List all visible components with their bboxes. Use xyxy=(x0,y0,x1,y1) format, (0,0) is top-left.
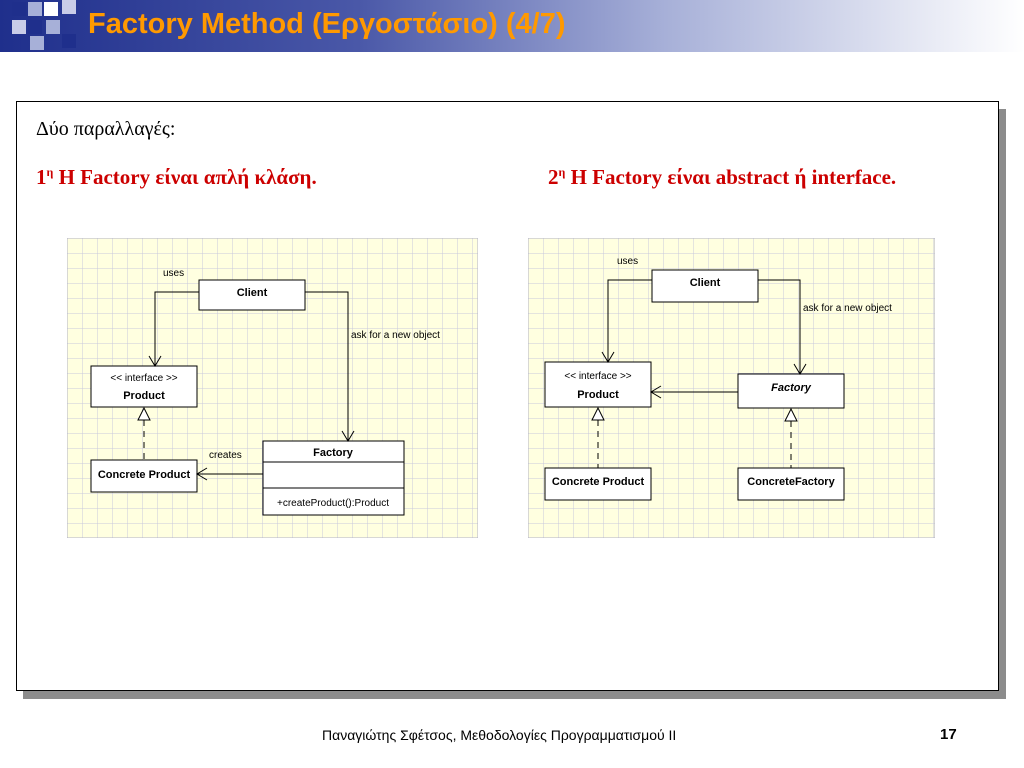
product-stereotype: << interface >> xyxy=(110,373,177,384)
variant2-sup: η xyxy=(558,165,566,179)
creates-label: creates xyxy=(209,450,242,461)
factory-label: Factory xyxy=(313,447,354,459)
variant2-text: H Factory είναι abstract ή interface. xyxy=(565,165,897,189)
variant1-heading: 1η H Factory είναι απλή κλάση. xyxy=(36,165,317,190)
uses-arrow xyxy=(607,279,652,362)
ask-label: ask for a new object xyxy=(803,303,892,314)
intro-text: Δύο παραλλαγές: xyxy=(36,118,176,140)
header-band xyxy=(0,0,1024,52)
factory-box xyxy=(737,373,845,409)
variant2-num: 2 xyxy=(548,165,559,189)
client-label: Client xyxy=(690,277,721,289)
variant1-text: H Factory είναι απλή κλάση. xyxy=(53,165,317,189)
ask-label: ask for a new object xyxy=(351,330,440,341)
uses-label: uses xyxy=(617,256,638,267)
uses-label: uses xyxy=(163,268,184,279)
factory-label: Factory xyxy=(771,382,812,394)
uses-arrow xyxy=(154,291,199,366)
variant2-heading: 2η H Factory είναι abstract ή interface. xyxy=(548,165,896,190)
product-stereotype: << interface >> xyxy=(564,371,631,382)
product-box xyxy=(544,361,652,408)
product-label: Product xyxy=(577,389,619,401)
ask-arrow xyxy=(758,279,801,374)
footer-text: Παναγιώτης Σφέτσος, Μεθοδολογίες Προγραμ… xyxy=(322,727,677,743)
variant1-num: 1 xyxy=(36,165,47,189)
slide-title: Factory Method (Εργοστάσιο) (4/7) xyxy=(88,8,566,40)
concrete-factory-box xyxy=(737,467,845,501)
product-box xyxy=(90,365,198,408)
ask-arrow xyxy=(305,291,349,441)
concrete-factory-label: ConcreteFactory xyxy=(747,476,835,488)
product-label: Product xyxy=(123,390,165,402)
diagram1: Client << interface >> Product Concrete … xyxy=(67,238,478,538)
factory-box xyxy=(262,440,405,516)
concrete-product-box xyxy=(544,467,652,501)
concrete-product-box xyxy=(90,459,198,493)
page-number: 17 xyxy=(940,726,957,743)
client-label: Client xyxy=(237,287,268,299)
diagram2: Client << interface >> Product Factory C… xyxy=(528,238,935,538)
client-box xyxy=(651,269,759,303)
concrete-product-label: Concrete Product xyxy=(98,469,191,481)
factory-method: +createProduct():Product xyxy=(277,498,389,509)
concrete-product-label: Concrete Product xyxy=(552,476,645,488)
variant1-sup: η xyxy=(46,165,54,179)
client-box xyxy=(198,279,306,311)
